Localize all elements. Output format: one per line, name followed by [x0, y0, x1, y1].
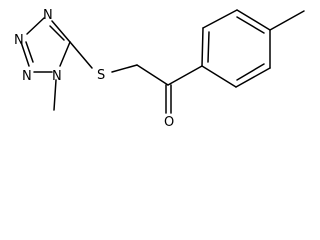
atom-s-label: S	[97, 68, 105, 83]
bond-ring-5-inner	[236, 63, 265, 81]
bond-carbonyl-ring	[167, 65, 203, 86]
bond-n3-n2-double	[25, 41, 34, 63]
chemical-structure-diagram: N N N N S O	[14, 8, 305, 130]
bond-n1-c5	[59, 41, 71, 67]
atom-n3-label: N	[14, 33, 24, 48]
atom-o-label: O	[164, 115, 174, 130]
bond-c5-s	[69, 41, 93, 69]
bond-ring-3-inner	[236, 16, 265, 34]
bond-ring-methyl	[269, 10, 305, 31]
bond-ring-1-inner	[207, 31, 210, 63]
atom-n1-label: N	[52, 69, 62, 84]
bond-c5-n4-double	[49, 25, 65, 41]
atom-n4-label: N	[43, 8, 53, 23]
bond-ring-3	[236, 9, 271, 31]
bond-n3-n2	[20, 41, 30, 67]
bond-n4-n3	[26, 17, 45, 35]
bond-ring-6	[201, 65, 237, 88]
atom-n2-label: N	[22, 69, 32, 84]
bond-n1-methyl	[53, 79, 57, 111]
bond-ch2-carbonyl	[136, 64, 169, 86]
bond-ring-1	[201, 27, 204, 67]
bond-s-ch2	[111, 64, 138, 73]
bond-ring-2	[202, 9, 238, 29]
molecule-svg: N N N N S O	[14, 8, 305, 130]
bond-c5-n4	[51, 20, 71, 43]
bond-ring-5	[235, 67, 271, 88]
